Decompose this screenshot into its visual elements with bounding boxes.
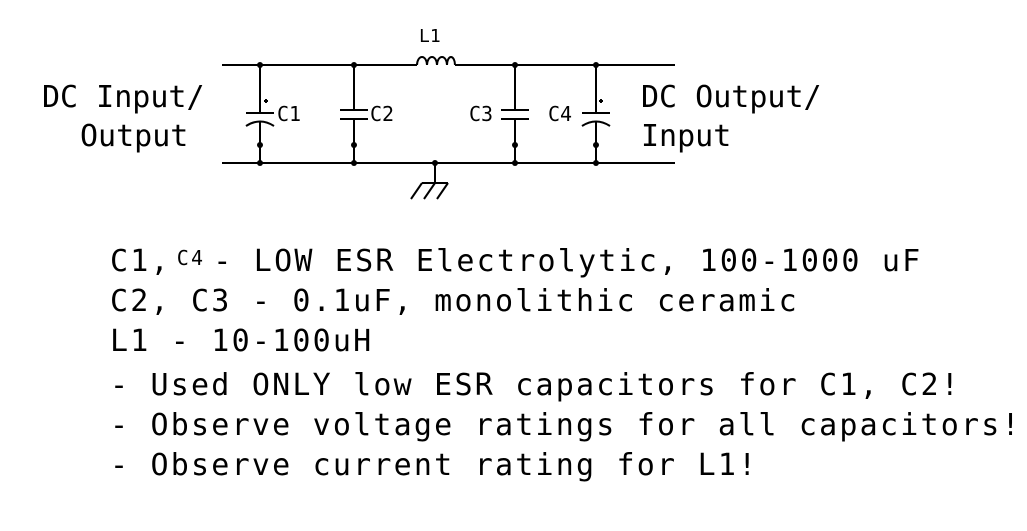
note-inductor: L1 - 10-100uH xyxy=(110,324,374,359)
note-c1: C1, xyxy=(110,244,171,279)
note-ceramic: C2, C3 - 0.1uF, monolithic ceramic xyxy=(110,284,799,319)
note-electrolytic-desc: - LOW ESR Electrolytic, 100-1000 uF xyxy=(213,244,923,279)
input-label-line2: Output xyxy=(80,119,188,154)
output-label-line1: DC Output/ xyxy=(641,80,822,115)
warning-voltage: - Observe voltage ratings for all capaci… xyxy=(110,408,1022,443)
input-label-line1: DC Input/ xyxy=(42,80,205,115)
capacitor-C4 xyxy=(581,65,611,163)
note-c4-small: C4 xyxy=(176,246,206,270)
component-notes: C1,C4 - LOW ESR Electrolytic, 100-1000 uF… xyxy=(110,238,1022,486)
capacitor-C1 xyxy=(245,65,275,163)
ground-symbol xyxy=(410,163,449,200)
note-electrolytic: C1,C4 - LOW ESR Electrolytic, 100-1000 uF xyxy=(110,238,1022,282)
label-C1: C1 xyxy=(277,102,301,126)
capacitor-C2 xyxy=(340,65,368,163)
output-label-line2: Input xyxy=(641,119,731,154)
label-C2: C2 xyxy=(370,102,394,126)
capacitor-C3 xyxy=(501,65,529,163)
junction-dots xyxy=(257,62,599,166)
label-L1: L1 xyxy=(419,26,441,47)
warning-current: - Observe current rating for L1! xyxy=(110,448,759,483)
label-C4: C4 xyxy=(548,102,572,126)
label-C3: C3 xyxy=(469,102,493,126)
filter-schematic: DC Input/ Output DC Output/ Input L1 C1 … xyxy=(42,26,822,200)
inductor-L1 xyxy=(416,56,456,66)
warning-low-esr: - Used ONLY low ESR capacitors for C1, C… xyxy=(110,368,961,403)
